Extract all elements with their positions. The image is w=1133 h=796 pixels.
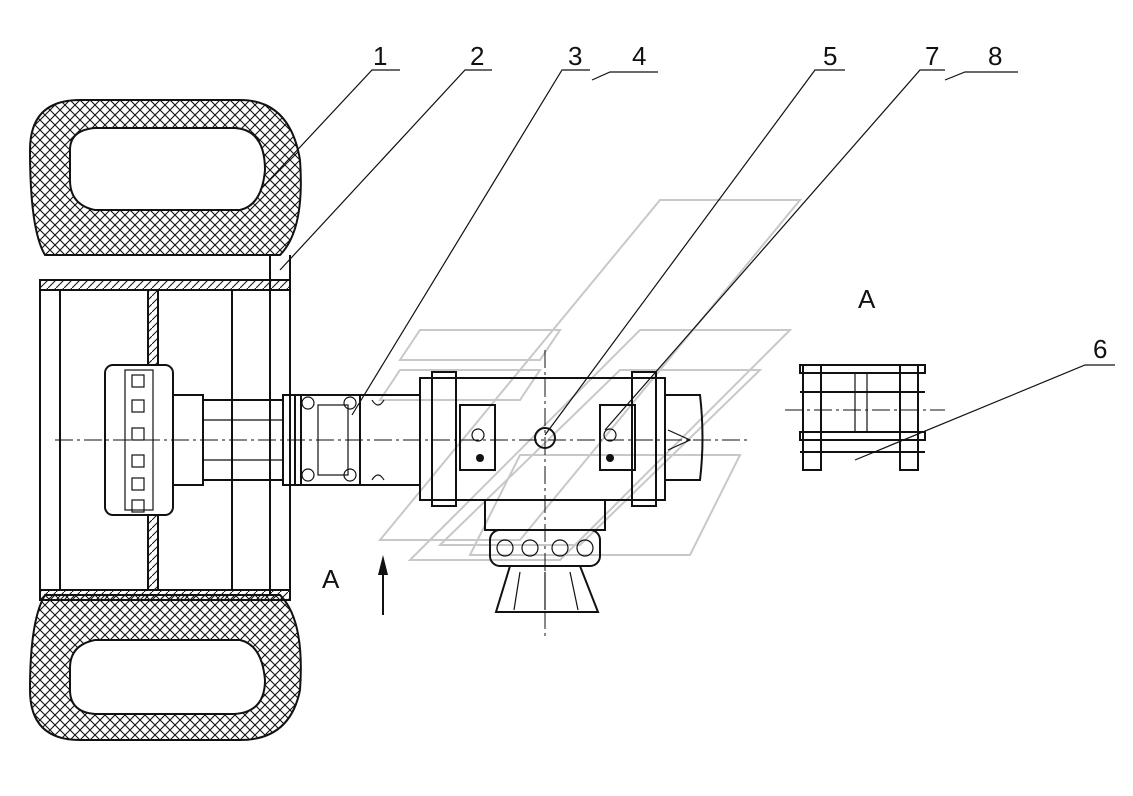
callout-8: 8 [988, 41, 1002, 71]
callout-7: 7 [925, 41, 939, 71]
callout-2: 2 [470, 41, 484, 71]
view-label-detail: A [858, 284, 876, 314]
rim-bottom [39, 589, 291, 601]
tire-lower-inner [69, 639, 267, 715]
callout-1: 1 [373, 41, 387, 71]
callout-labels: 1 2 3 4 5 6 7 8 A A [322, 41, 1107, 594]
rim-top [39, 279, 291, 291]
wheel [28, 99, 302, 741]
callout-6: 6 [1093, 334, 1107, 364]
detail-view-a [799, 364, 926, 471]
callout-3: 3 [568, 41, 582, 71]
callout-5: 5 [823, 41, 837, 71]
callout-4: 4 [632, 41, 646, 71]
view-arrow [378, 555, 388, 615]
watermark [377, 199, 803, 561]
leader-lines [259, 69, 1115, 461]
motor-mount [494, 565, 600, 613]
view-label-main: A [322, 564, 340, 594]
tire-upper-inner [69, 127, 267, 211]
